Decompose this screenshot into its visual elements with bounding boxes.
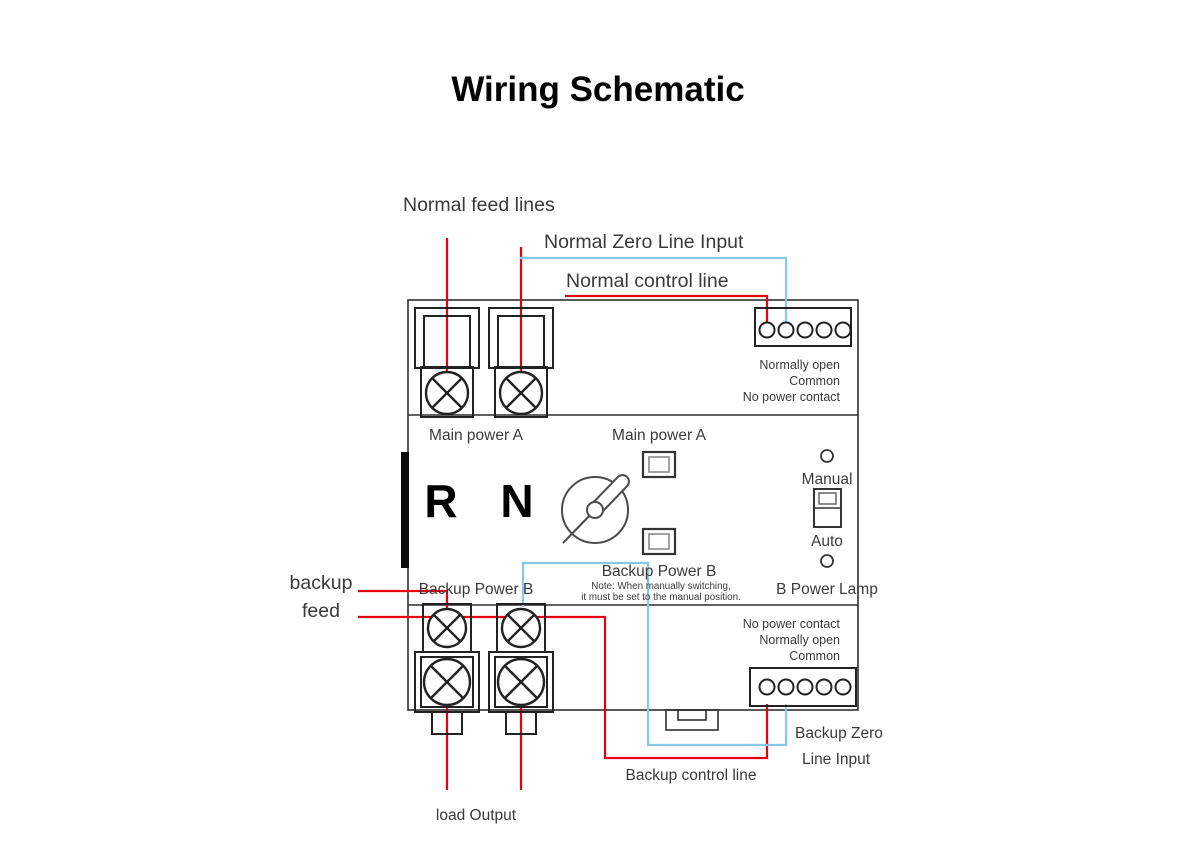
b-power-lamp-dot xyxy=(820,554,834,568)
label-phase-r: R xyxy=(424,475,457,527)
label-backup-control-line: Backup control line xyxy=(626,767,757,784)
label-backup-power-b-left: Backup Power B xyxy=(419,581,534,598)
mode-selector xyxy=(813,449,842,568)
label-backup-feed-1: backup xyxy=(290,572,353,594)
control-pin xyxy=(834,678,852,696)
indicator-b-window xyxy=(641,527,677,556)
rotary-switch xyxy=(561,474,630,544)
terminal-out2-cage xyxy=(494,656,548,708)
control-block-top-housing xyxy=(754,307,852,347)
label-main-power-a-center: Main power A xyxy=(612,427,707,444)
label-backup-zero-2: Line Input xyxy=(802,751,871,768)
a-power-lamp xyxy=(820,449,834,463)
label-bottom-normally-open: Normally open xyxy=(759,633,840,647)
terminal-backup-power-b xyxy=(414,603,554,735)
label-main-power-a-left: Main power A xyxy=(429,427,524,444)
device-body-outline xyxy=(401,299,859,731)
control-pin xyxy=(834,321,852,339)
label-top-no-power-contact: No power contact xyxy=(743,390,841,404)
bottom-center-tab-inner xyxy=(677,709,707,721)
wires xyxy=(358,238,788,790)
label-backup-power-b-center: Backup Power B xyxy=(602,563,717,580)
terminal-block-normal-control xyxy=(754,307,852,347)
wire-backup-feed-2-control xyxy=(358,615,769,760)
label-phase-n: N xyxy=(500,475,533,527)
terminal-out1-cage xyxy=(420,656,474,708)
control-pin xyxy=(796,321,814,339)
wire-backup-zero xyxy=(521,561,788,747)
control-pin xyxy=(815,321,833,339)
terminal-block-backup-control xyxy=(749,667,857,707)
label-bottom-common: Common xyxy=(789,649,840,663)
terminal-out1-tab xyxy=(431,711,463,735)
control-pin xyxy=(815,678,833,696)
wire-normal-control xyxy=(565,294,769,324)
din-clip-bar xyxy=(401,452,409,568)
page-title: Wiring Schematic xyxy=(451,70,744,109)
switch-slider xyxy=(818,492,837,505)
wire-backup-feed-1 xyxy=(358,589,449,613)
wire-normal-zero xyxy=(520,256,788,324)
rotary-hub xyxy=(586,501,604,519)
label-manual: Manual xyxy=(802,471,853,488)
control-pin xyxy=(777,678,795,696)
label-backup-zero-1: Backup Zero xyxy=(795,725,883,742)
control-pin xyxy=(758,678,776,696)
indicator-a-window xyxy=(641,450,677,479)
control-pin xyxy=(758,321,776,339)
terminal-main-power-a xyxy=(414,307,554,418)
label-note-line1: Note: When manually switching, xyxy=(591,581,730,592)
label-normal-control-line: Normal control line xyxy=(566,270,729,292)
control-pin xyxy=(796,678,814,696)
label-b-power-lamp: B Power Lamp xyxy=(776,581,878,598)
label-normal-zero-line-input: Normal Zero Line Input xyxy=(544,231,744,253)
label-backup-feed-2: feed xyxy=(302,600,340,622)
label-auto: Auto xyxy=(811,533,843,550)
label-top-common: Common xyxy=(789,374,840,388)
label-note-line2: it must be set to the manual position. xyxy=(581,592,741,603)
control-pin xyxy=(777,321,795,339)
control-block-bottom-housing xyxy=(749,667,857,707)
label-load-output: load Output xyxy=(436,807,517,824)
terminal-out2-tab xyxy=(505,711,537,735)
terminal-a1-screw-frame xyxy=(420,366,474,418)
label-top-normally-open: Normally open xyxy=(759,358,840,372)
label-bottom-no-power-contact: No power contact xyxy=(743,617,841,631)
terminal-a2-screw-frame xyxy=(494,366,548,418)
label-normal-feed-lines: Normal feed lines xyxy=(403,194,555,216)
indicator-windows xyxy=(641,450,677,556)
